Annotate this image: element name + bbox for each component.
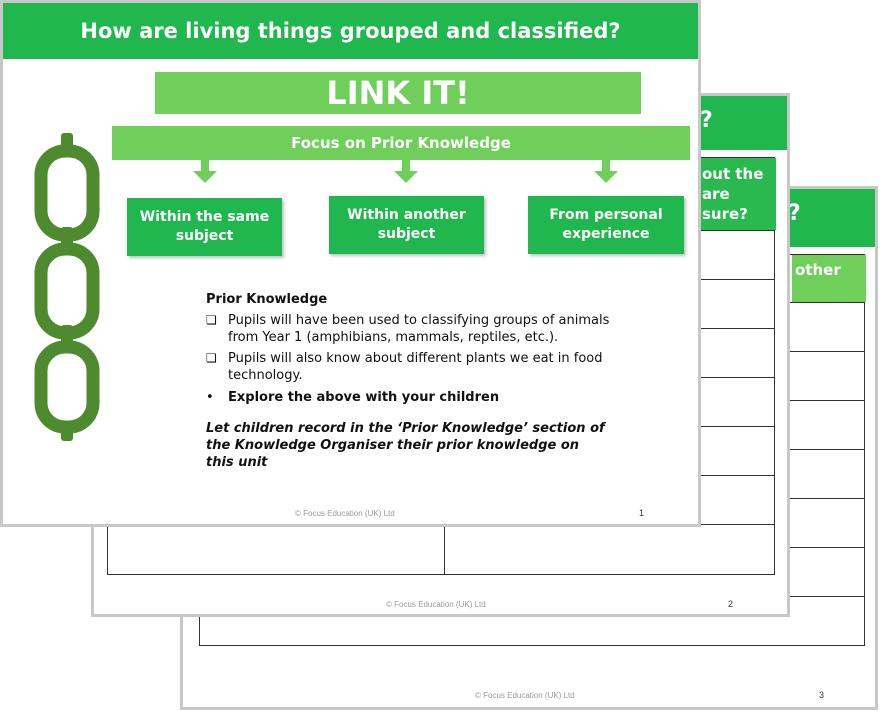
box-personal-experience: From personal experience bbox=[528, 196, 684, 254]
slide-3-page-number: 3 bbox=[819, 690, 825, 700]
link-it-banner: LINK IT! bbox=[155, 72, 641, 114]
instruction-text: Let children record in the ‘Prior Knowle… bbox=[206, 421, 605, 470]
dot-bullet-icon: • bbox=[206, 390, 214, 405]
slide-2-page-number: 2 bbox=[728, 599, 734, 609]
box-within-another-subject: Within another subject bbox=[329, 196, 484, 254]
slide-1-page-number: 1 bbox=[639, 508, 645, 518]
bullet-item: • Explore the above with your children bbox=[206, 389, 626, 406]
slide-3-table-header-text: other bbox=[795, 261, 841, 279]
box-label: Within the same subject bbox=[139, 209, 270, 244]
link-it-text: LINK IT! bbox=[326, 74, 470, 112]
slide-1-title: How are living things grouped and classi… bbox=[80, 19, 621, 43]
box-label: Within another subject bbox=[347, 207, 466, 242]
bullet-text: Pupils will also know about different pl… bbox=[228, 351, 603, 383]
checkbox-bullet-icon: ❏ bbox=[206, 351, 217, 365]
slide-2-title-fragment: ? bbox=[700, 108, 713, 133]
chain-link-icon bbox=[29, 133, 105, 443]
arrow-stem bbox=[602, 160, 610, 172]
bullet-item: ❏ Pupils will also know about different … bbox=[206, 350, 626, 384]
slide-3-footer: © Focus Education (UK) Ltd bbox=[475, 691, 575, 700]
bullet-item: ❏ Pupils will have been used to classify… bbox=[206, 312, 626, 346]
slide-3-title-fragment: ? bbox=[788, 201, 801, 226]
slide-1-header: How are living things grouped and classi… bbox=[3, 3, 698, 59]
prior-knowledge-heading: Prior Knowledge bbox=[206, 292, 328, 307]
slide-2-footer: © Focus Education (UK) Ltd bbox=[386, 600, 486, 609]
prior-knowledge-section: Prior Knowledge ❏ Pupils will have been … bbox=[206, 291, 626, 471]
box-within-same-subject: Within the same subject bbox=[127, 198, 282, 256]
focus-bar: Focus on Prior Knowledge bbox=[112, 126, 690, 160]
down-arrow-icon bbox=[394, 171, 418, 183]
box-label: From personal experience bbox=[549, 207, 663, 242]
focus-bar-text: Focus on Prior Knowledge bbox=[291, 134, 511, 152]
slide-3-table-header-cell: other bbox=[792, 255, 866, 302]
slide-1-footer: © Focus Education (UK) Ltd bbox=[295, 509, 395, 518]
arrow-stem bbox=[201, 160, 209, 172]
checkbox-bullet-icon: ❏ bbox=[206, 313, 217, 327]
down-arrow-icon bbox=[594, 171, 618, 183]
bullet-text: Pupils will have been used to classifyin… bbox=[228, 313, 610, 345]
bullet-text: Explore the above with your children bbox=[228, 390, 500, 405]
slide-2-table-header-text: out the are sure? bbox=[702, 165, 764, 223]
down-arrow-icon bbox=[193, 171, 217, 183]
slide-1[interactable]: How are living things grouped and classi… bbox=[0, 0, 701, 527]
arrow-stem bbox=[402, 160, 410, 172]
